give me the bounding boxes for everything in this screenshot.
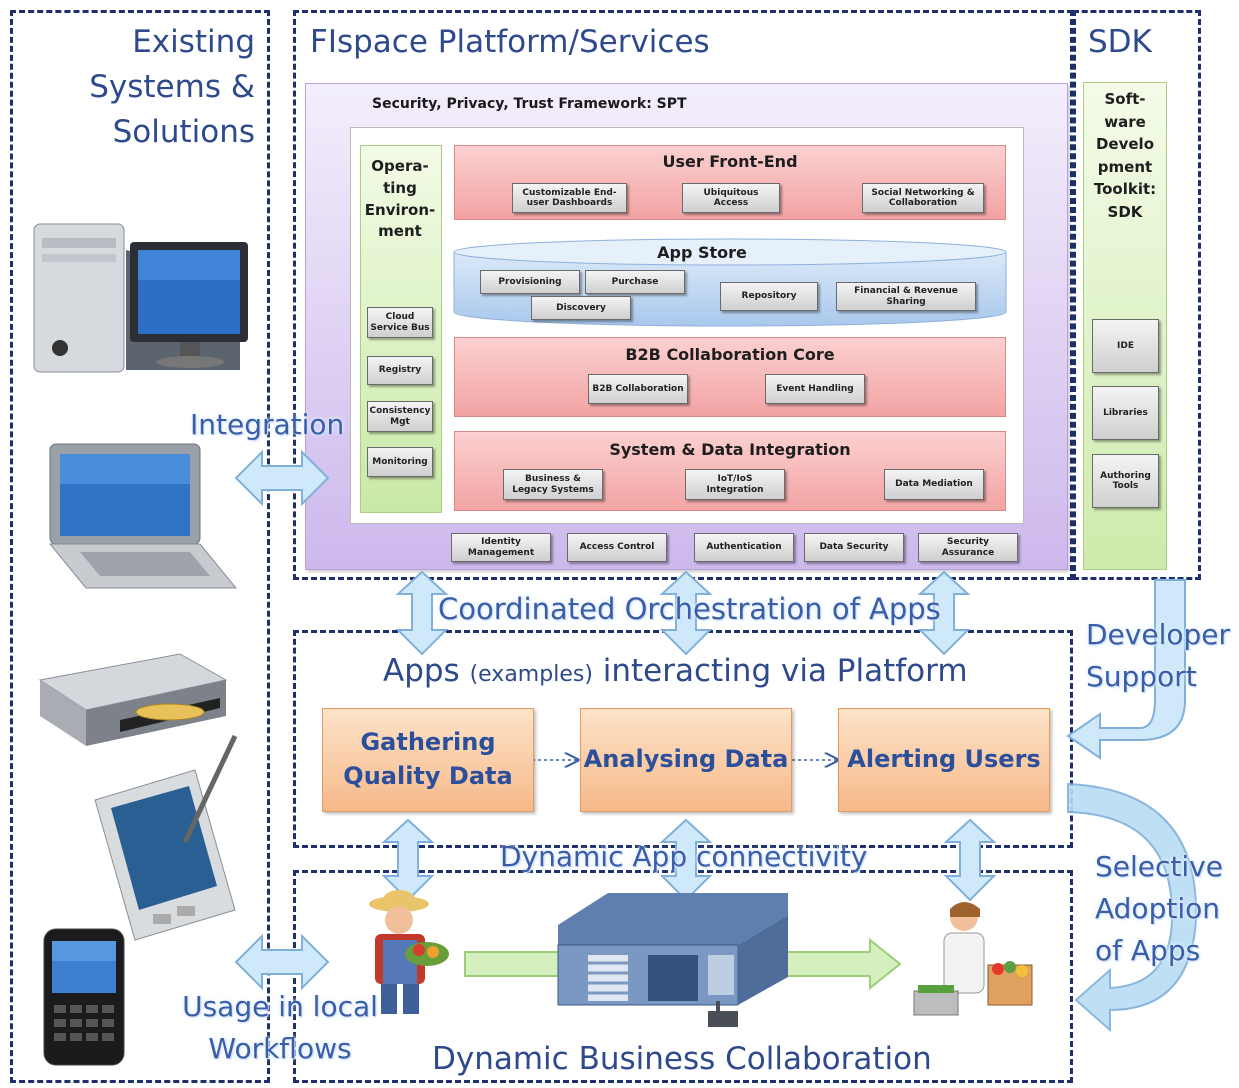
existing-systems-region bbox=[10, 10, 270, 1083]
usage-local-workflows-label: Usage in local Workflows bbox=[182, 990, 378, 1065]
dynamic-app-connectivity-label: Dynamic App connectivity bbox=[500, 840, 868, 873]
ubiquitous-access-box: Ubiquitous Access bbox=[682, 183, 780, 213]
access-control-box: Access Control bbox=[567, 533, 667, 562]
warehouse-illustration bbox=[557, 893, 788, 1027]
provisioning-box: Provisioning bbox=[480, 270, 580, 294]
security-assurance-box: Security Assurance bbox=[918, 533, 1018, 562]
apps-title-word: Apps bbox=[383, 653, 460, 689]
orchestration-arrow-mid bbox=[659, 570, 713, 656]
user-front-end-title: User Front-End bbox=[662, 152, 798, 171]
libraries-box: Libraries bbox=[1092, 386, 1159, 440]
coordinated-orchestration-label: Coordinated Orchestration of Apps bbox=[438, 592, 941, 626]
ide-box: IDE bbox=[1092, 319, 1159, 373]
connectivity-arrow-right bbox=[943, 818, 997, 902]
existing-systems-title: Existing Systems & Solutions bbox=[89, 24, 255, 150]
business-collaboration-title: Dynamic Business Collaboration bbox=[432, 1041, 932, 1077]
apps-title: Apps (examples) interacting via Platform bbox=[383, 653, 968, 689]
developer-support-arrow bbox=[1066, 579, 1186, 760]
integration-label: Integration bbox=[190, 408, 345, 441]
data-security-box: Data Security bbox=[804, 533, 904, 562]
farmer-illustration bbox=[369, 890, 449, 1014]
orchestration-arrow-left bbox=[395, 570, 449, 656]
identity-management-box: Identity Management bbox=[451, 533, 551, 562]
data-mediation-box: Data Mediation bbox=[884, 469, 984, 500]
cloud-service-bus-box: Cloud Service Bus bbox=[367, 307, 433, 338]
business-legacy-box: Business & Legacy Systems bbox=[503, 469, 603, 500]
usage-arrow bbox=[234, 933, 330, 991]
consistency-mgt-box: Consistency Mgt bbox=[367, 401, 433, 432]
operating-environment-title: Opera-ting Environ-ment bbox=[364, 157, 436, 241]
registry-box: Registry bbox=[367, 356, 433, 385]
shop-assistant-illustration bbox=[913, 902, 1033, 1016]
financial-revenue-box: Financial & Revenue Sharing bbox=[836, 282, 976, 311]
app-gathering-quality-data: Gathering Quality Data bbox=[322, 708, 534, 812]
iot-ios-box: IoT/IoS Integration bbox=[685, 469, 785, 500]
laptop-icon bbox=[48, 443, 238, 589]
apps-title-examples: (examples) bbox=[469, 662, 593, 687]
orchestration-arrow-right bbox=[917, 570, 971, 656]
sdk-region bbox=[1073, 10, 1201, 580]
platform-title: FIspace Platform/Services bbox=[310, 24, 710, 60]
social-networking-box: Social Networking & Collaboration bbox=[862, 183, 984, 213]
developer-support-label: Developer Support bbox=[1086, 618, 1231, 693]
authentication-box: Authentication bbox=[694, 533, 794, 562]
b2b-core-title: B2B Collaboration Core bbox=[625, 345, 835, 364]
tablet-stylus-icon bbox=[94, 734, 238, 941]
spt-title: Security, Privacy, Trust Framework: SPT bbox=[372, 96, 687, 112]
authoring-tools-box: Authoring Tools bbox=[1092, 454, 1159, 508]
desktop-computer-icon bbox=[33, 223, 248, 373]
integration-arrow bbox=[234, 449, 330, 507]
app-alerting-users: Alerting Users bbox=[838, 708, 1050, 812]
repository-box: Repository bbox=[720, 282, 818, 311]
sdk-title: SDK bbox=[1088, 24, 1152, 60]
selective-adoption-arrow bbox=[1067, 782, 1198, 1033]
selective-adoption-label: Selective Adoption of Apps bbox=[1095, 850, 1223, 967]
system-data-integration-title: System & Data Integration bbox=[609, 440, 851, 459]
app-store-title: App Store bbox=[657, 243, 747, 262]
b2b-core-band: B2B Collaboration Core bbox=[454, 337, 1006, 417]
connectivity-arrow-left bbox=[381, 818, 435, 902]
app-analysing-data: Analysing Data bbox=[580, 708, 792, 812]
b2b-collaboration-box: B2B Collaboration bbox=[588, 374, 688, 404]
mobile-phone-icon bbox=[43, 928, 125, 1066]
sdk-panel-title: Soft-ware Develo pment Toolkit: SDK bbox=[1093, 90, 1157, 221]
discovery-box: Discovery bbox=[531, 296, 631, 320]
dashboards-box: Customizable End-user Dashboards bbox=[512, 183, 627, 213]
disk-drive-icon bbox=[38, 653, 228, 746]
purchase-box: Purchase bbox=[585, 270, 685, 294]
apps-title-rest: interacting via Platform bbox=[602, 653, 968, 689]
monitoring-box: Monitoring bbox=[367, 447, 433, 477]
event-handling-box: Event Handling bbox=[765, 374, 865, 404]
